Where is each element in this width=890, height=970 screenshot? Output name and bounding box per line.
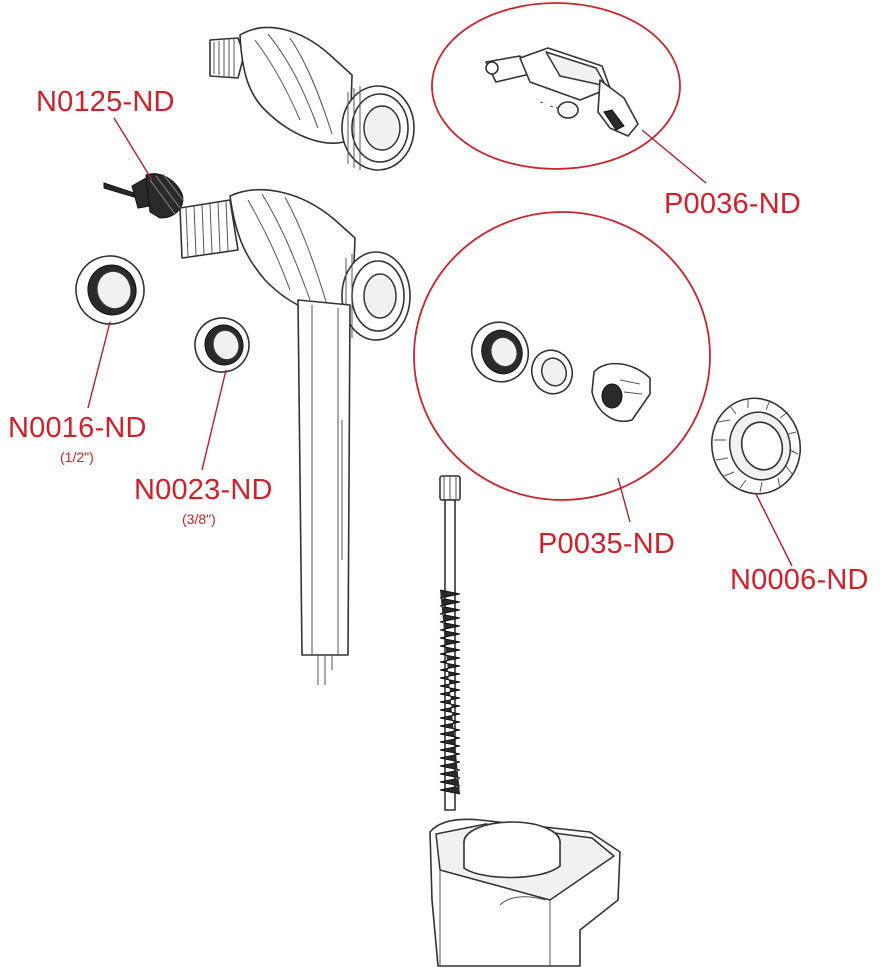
label-n0125: N0125-ND: [36, 86, 175, 118]
label-n0023-size: (3/8"): [182, 511, 216, 527]
leader-n0125: [113, 117, 153, 181]
float-rod-part: [439, 475, 461, 811]
main-valve-body: [179, 189, 411, 685]
leader-n0006: [755, 493, 793, 567]
upper-valve-body: [209, 26, 415, 171]
lock-nut-part: [710, 397, 802, 495]
leader-lines: [87, 117, 793, 567]
label-n0016: N0016-ND: [8, 412, 147, 444]
gasket-half-inch-part: [75, 255, 145, 325]
label-n0006: N0006-ND: [730, 564, 869, 596]
float-cup-part: [429, 818, 621, 967]
valve-internals-part: [413, 211, 711, 501]
leader-n0016: [87, 321, 111, 409]
gasket-three-eighths-part: [194, 317, 250, 373]
leader-n0023: [201, 369, 227, 471]
label-n0016-size: (1/2"): [60, 449, 94, 465]
label-p0035: P0035-ND: [538, 528, 675, 560]
filter-pin-part: [103, 173, 184, 219]
leader-p0035: [617, 477, 631, 523]
lever-assembly-part: [431, 2, 681, 170]
label-p0036: P0036-ND: [664, 188, 801, 220]
label-n0023: N0023-ND: [134, 474, 273, 506]
leader-p0036: [641, 129, 707, 184]
